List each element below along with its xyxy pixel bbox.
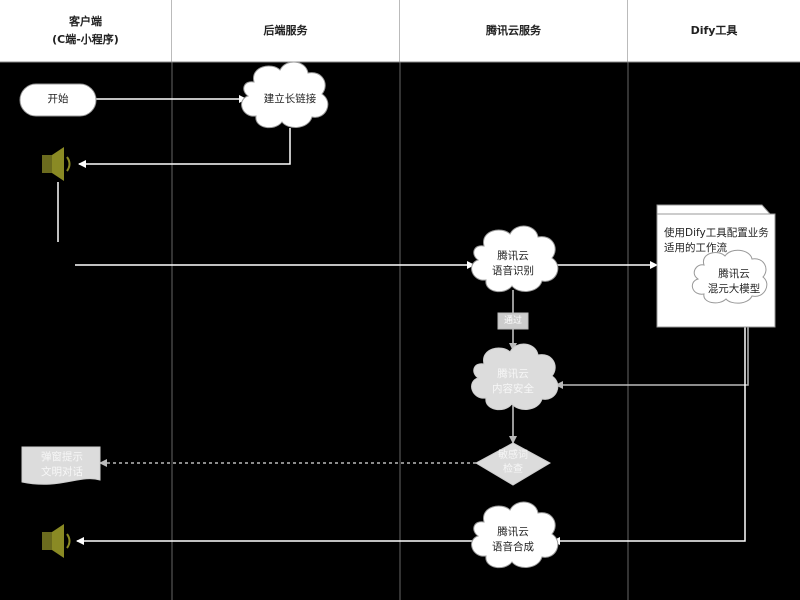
arrow-dify-to-safety [555, 327, 749, 389]
pass-label-box [497, 312, 529, 330]
arrow-connection-to-client [78, 128, 291, 168]
start-label: 开始 [47, 93, 69, 105]
arrow-dify-to-tts [552, 327, 746, 545]
pass-label: 通过 [503, 316, 522, 326]
cloud-hunyuan [691, 249, 768, 304]
start-node [19, 83, 97, 117]
lane-header-backend: 后端服务 [172, 0, 400, 62]
popup-document [21, 446, 101, 485]
dify-workflow-label: 使用Dify工具配置业务适用的工作流 [664, 227, 769, 254]
lane-header-row: 客户端 (C端-小程序) 后端服务 腾讯云服务 Dify工具 [0, 0, 800, 62]
sensitive-check-diamond [474, 442, 552, 486]
cloud-tts [471, 501, 559, 569]
sensitive-check-label: 敏感词 检查 [498, 450, 528, 475]
cloud-asr [471, 225, 559, 293]
cloud-content-safety [471, 343, 559, 411]
speaker-icon [42, 147, 71, 181]
hunyuan-label: 腾讯云 混元大模型 [707, 268, 761, 295]
tts-label: 腾讯云 语音合成 [492, 526, 534, 553]
lane-header-tencent-cloud: 腾讯云服务 [400, 0, 628, 62]
lane-dividers [0, 61, 800, 600]
speaker-icon [42, 524, 71, 558]
asr-label: 腾讯云 语音识别 [492, 250, 534, 277]
dify-workflow-box [656, 204, 776, 328]
content-safety-label: 腾讯云 内容安全 [492, 368, 534, 395]
connectors [57, 95, 749, 545]
long-connection-label: 建立长链接 [263, 93, 317, 105]
lane-header-dify: Dify工具 [690, 24, 738, 37]
lane-header-client: 客户端 (C端-小程序) [0, 0, 172, 62]
cloud-long-connection [241, 61, 329, 129]
popup-label: 弹窗提示 文明对话 [41, 451, 83, 478]
